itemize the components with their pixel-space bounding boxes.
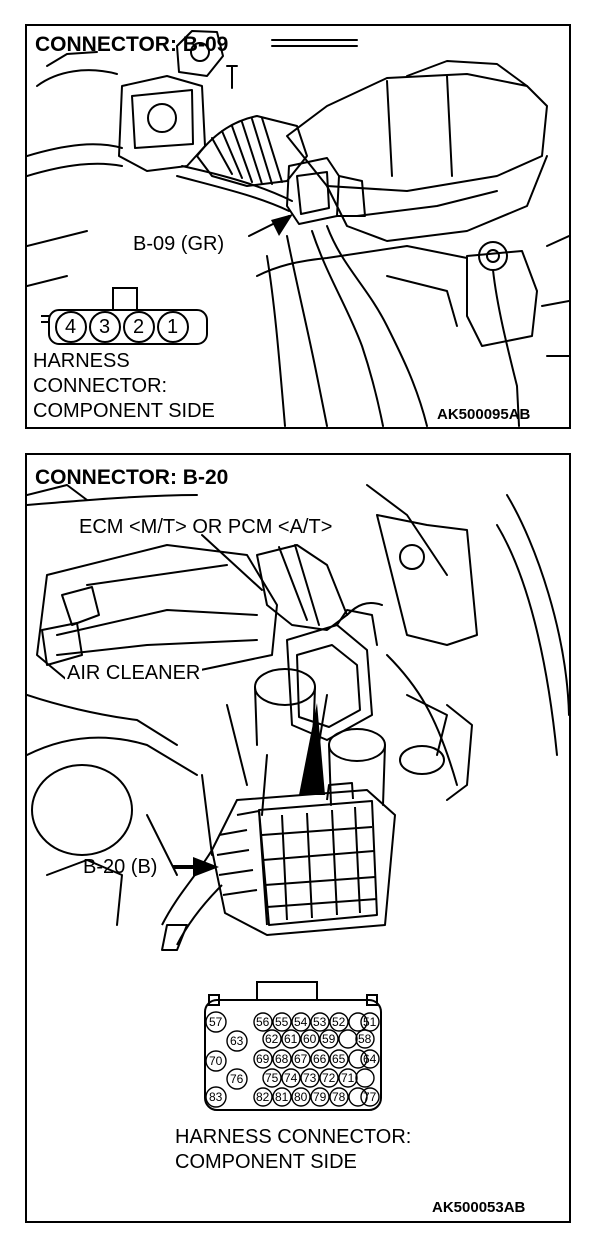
- b20-pin: 66: [313, 1052, 327, 1066]
- b20-pin: 77: [363, 1090, 377, 1104]
- b20-pin: 53: [313, 1015, 327, 1029]
- b20-pin: 58: [358, 1032, 372, 1046]
- b20-pin: 68: [275, 1052, 289, 1066]
- b20-panel-title: CONNECTOR: B-20: [35, 466, 229, 489]
- engine-bay-illustration-b20: [27, 484, 569, 1111]
- air-cleaner-label: AIR CLEANER: [65, 662, 203, 684]
- b09-panel-title: CONNECTOR: B-09: [35, 33, 229, 56]
- b20-pin: 74: [284, 1071, 298, 1085]
- b20-caption-line: HARNESS CONNECTOR:: [175, 1126, 412, 1148]
- b20-pin: 83: [209, 1090, 223, 1104]
- connector-b20-panel: CONNECTOR: B-20 ECM <M/T> OR PCM <A/T> A…: [25, 453, 571, 1223]
- b20-pin: 67: [294, 1052, 308, 1066]
- b20-pin: 69: [256, 1052, 270, 1066]
- b20-pin: 72: [322, 1071, 336, 1085]
- connector-b09-panel: CONNECTOR: B-09 B-09 (GR) 4 3 2 1 HARNES…: [25, 24, 571, 429]
- b20-pin: 62: [265, 1032, 279, 1046]
- b20-pin: 59: [322, 1032, 336, 1046]
- b09-pin: 4: [65, 316, 77, 338]
- b20-pin: 64: [363, 1052, 377, 1066]
- b20-pin: 61: [284, 1032, 298, 1046]
- b09-pin: 2: [133, 316, 145, 338]
- b20-pin: 56: [256, 1015, 270, 1029]
- b09-caption-line: COMPONENT SIDE: [33, 400, 215, 422]
- b20-pin: 65: [332, 1052, 346, 1066]
- b20-pin: 79: [313, 1090, 327, 1104]
- engine-bay-illustration-b09: [27, 30, 569, 427]
- ecm-pcm-label: ECM <M/T> OR PCM <A/T>: [79, 516, 333, 538]
- b20-pin: 70: [209, 1054, 223, 1068]
- b20-pin: 73: [303, 1071, 317, 1085]
- b20-pin: 63: [230, 1034, 244, 1048]
- b20-pin: 60: [303, 1032, 317, 1046]
- b09-callout-label: B-09 (GR): [133, 233, 225, 255]
- b20-caption-line: COMPONENT SIDE: [175, 1151, 357, 1173]
- b20-pin: 71: [341, 1071, 355, 1085]
- b20-figure-code: AK500053AB: [432, 1199, 526, 1216]
- b09-pin: 1: [167, 316, 179, 338]
- b20-pin: 78: [332, 1090, 346, 1104]
- b20-pin: 57: [209, 1015, 223, 1029]
- b20-pin: 75: [265, 1071, 279, 1085]
- b20-pin: 55: [275, 1015, 289, 1029]
- b09-figure-code: AK500095AB: [437, 406, 531, 423]
- b20-pin: 81: [275, 1090, 289, 1104]
- b20-pin: 76: [230, 1072, 244, 1086]
- b20-pin: 52: [332, 1015, 346, 1029]
- b20-callout-label: B-20 (B): [83, 856, 158, 878]
- b09-caption-line: HARNESS: [33, 350, 130, 372]
- b20-pin: 80: [294, 1090, 308, 1104]
- b20-pin: 54: [294, 1015, 308, 1029]
- b20-pin: 82: [256, 1090, 270, 1104]
- b09-pin: 3: [99, 316, 111, 338]
- b20-pin: 51: [363, 1015, 377, 1029]
- b09-caption-line: CONNECTOR:: [33, 375, 168, 397]
